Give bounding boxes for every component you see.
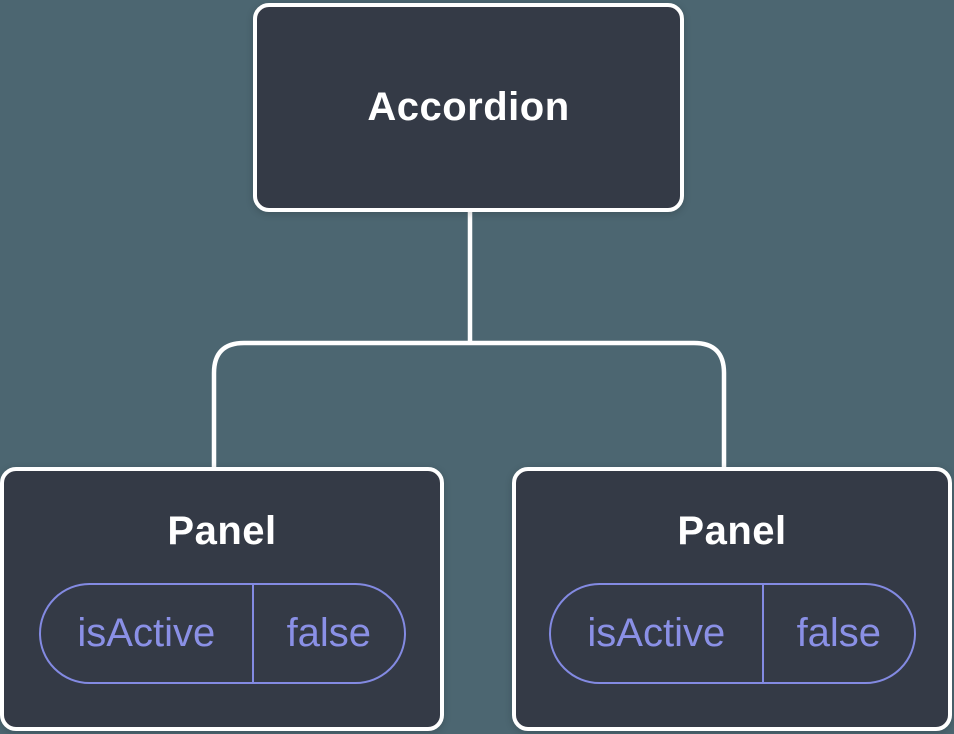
accordion-node-label: Accordion	[367, 85, 570, 129]
state-value-label: false	[286, 611, 372, 655]
connector-children-bracket	[211, 340, 727, 469]
tree-node-accordion: Accordion	[253, 3, 684, 212]
tree-node-panel-left: Panel isActive false	[0, 467, 444, 731]
panel-node-label: Panel	[677, 509, 787, 553]
state-value-label: false	[796, 611, 882, 655]
state-key-label: isActive	[551, 585, 765, 682]
panel-node-label: Panel	[167, 509, 277, 553]
state-pill: isActive false	[548, 583, 916, 684]
tree-node-panel-right: Panel isActive false	[512, 467, 952, 731]
state-key-label: isActive	[41, 585, 255, 682]
state-pill: isActive false	[38, 583, 406, 684]
